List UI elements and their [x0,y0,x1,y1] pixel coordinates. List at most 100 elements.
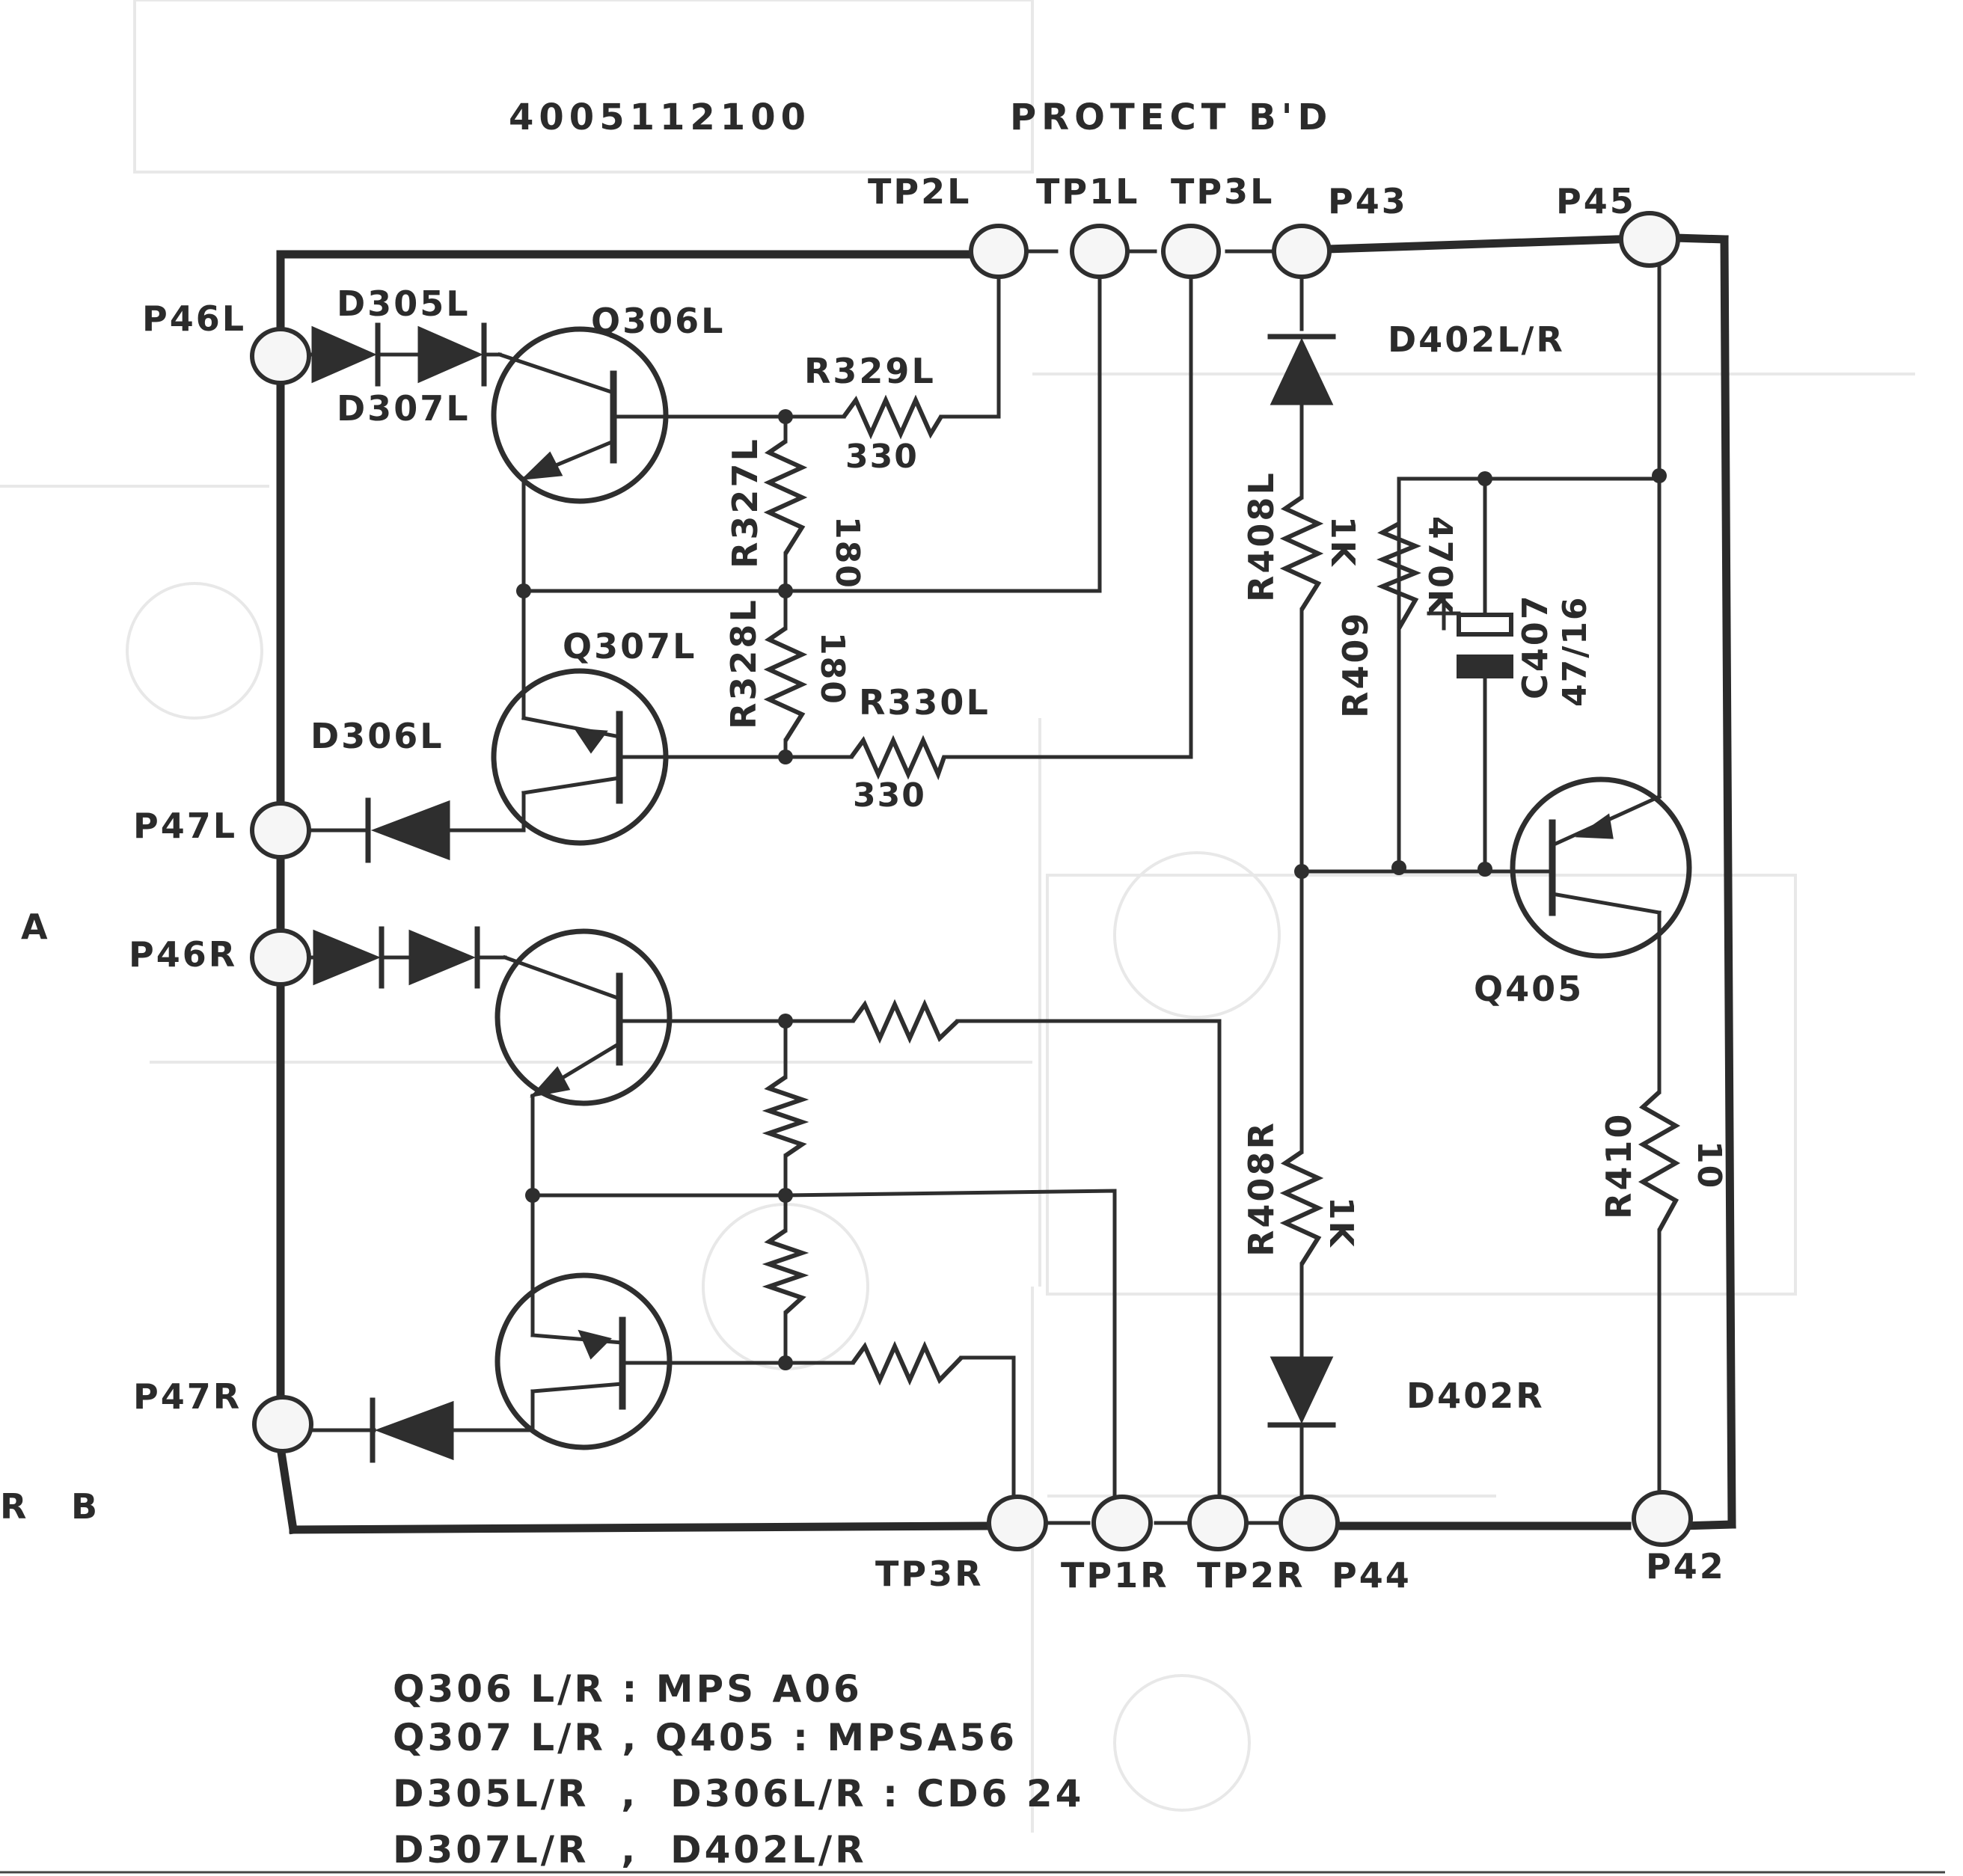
resistor-r327r [762,1075,809,1158]
value-r408l: 1K [1323,516,1362,568]
diode-d307r [408,926,480,989]
board-title: PROTECT B'D [1010,96,1332,138]
pad-p46r [250,928,311,987]
resistors [762,394,1681,1386]
label-tp3r: TP3R [875,1554,984,1594]
junction-dots [516,409,1667,1370]
board-outline [275,233,1736,1535]
label-r410: R410 [1599,1112,1639,1219]
label-q405: Q405 [1474,969,1584,1009]
note-line-3: D305L/R , D306L/R : CD6 24 [393,1772,1084,1815]
value-r409: 470K [1421,516,1459,616]
value-r329l: 330 [845,438,919,476]
pad-tp2l [969,224,1029,279]
label-d402r: D402R [1406,1376,1545,1416]
label-d305l: D305L [337,283,471,324]
diode-d307l [417,322,487,387]
transistor-q306l [491,326,672,504]
pad-p42 [1632,1490,1693,1547]
label-q307l: Q307L [563,626,696,666]
pad-labels: TP2L TP1L TP3L P43 P45 P46L P47L P46R P4… [129,171,1726,1595]
value-r328l: 180 [813,632,851,705]
label-p43: P43 [1328,181,1408,221]
value-r410: 10 [1690,1141,1728,1189]
label-c407: C407 [1515,593,1555,699]
label-d306l: D306L [310,716,444,756]
label-r330l: R330L [859,682,990,723]
resistor-r330l [849,735,946,781]
label-tp2r: TP2R [1197,1555,1305,1595]
label-r328l: R328L [723,598,764,729]
edge-label-b: B [71,1486,99,1527]
pad-tp2r [1187,1495,1249,1551]
pad-tp3r [987,1495,1048,1551]
label-p46r: P46R [129,934,237,975]
edge-label-r: R [0,1486,28,1527]
wires [298,249,1662,1525]
label-tp3l: TP3L [1171,171,1274,212]
edge-label-a: A [21,907,50,947]
transistor-q307r [494,1272,674,1450]
pad-tp1l [1070,224,1130,279]
resistor-r-upper-right [851,999,960,1044]
label-r408l: R408L [1241,470,1281,602]
label-p47r: P47R [133,1376,242,1417]
resistor-r329l [842,394,943,440]
label-p45: P45 [1556,181,1636,221]
label-d307l: D307L [337,388,471,429]
value-r330l: 330 [853,776,926,815]
note-line-1: Q306 L/R : MPS A06 [393,1667,863,1711]
label-p44: P44 [1332,1555,1412,1595]
connection-pads [250,211,1693,1551]
label-tp1l: TP1L [1036,171,1139,212]
diode-d305l [311,322,381,387]
transistors [491,326,1692,1450]
component-labels: D305L D307L Q306L R329L 330 Q307L D306L … [310,283,1728,1416]
value-c407: 47/16 [1556,595,1594,707]
label-p46l: P46L [142,298,246,339]
label-d402lr: D402L/R [1388,319,1565,360]
diode-d402l [1267,334,1336,405]
transistor-q307l [491,668,674,846]
note-line-4: D307L/R , D402L/R [393,1828,867,1872]
diode-d305r [313,926,385,989]
resistor-r328r [762,1228,809,1315]
pad-tp1r [1091,1495,1153,1551]
resistor-r330r [851,1340,964,1386]
pad-tp3l [1161,224,1221,279]
value-r408r: 1K [1322,1197,1360,1248]
resistor-r409 [1376,521,1421,630]
pad-p46l [250,327,311,385]
label-r408r: R408R [1241,1121,1281,1257]
resistor-r410 [1638,1090,1681,1232]
diode-d306l [365,797,450,863]
resistor-r408r [1279,1150,1324,1266]
diode-d402r [1267,1356,1336,1428]
resistor-r328l [763,626,808,742]
value-r327l: 180 [828,516,866,589]
label-r327l: R327L [725,437,765,568]
diode-d306r [370,1397,454,1463]
note-line-2: Q307 L/R , Q405 : MPSA56 [393,1716,1017,1759]
label-tp2l: TP2L [868,171,971,212]
pad-p47r [252,1395,313,1453]
parts-notes: Q306 L/R : MPS A06 Q307 L/R , Q405 : MPS… [393,1667,1084,1872]
label-r409: R409 [1335,611,1376,718]
capacitor-c407 [1427,596,1513,678]
pad-p45 [1619,211,1680,268]
pad-p44 [1278,1495,1340,1551]
diodes [311,322,1336,1463]
part-number: 4005112100 [509,96,811,138]
label-q306l: Q306L [591,301,725,341]
label-p42: P42 [1646,1546,1726,1587]
label-p47l: P47L [133,806,237,846]
pad-p47l [250,801,311,859]
transistor-q405 [1507,776,1692,959]
resistor-r408l [1279,495,1324,611]
pad-p43 [1272,224,1332,279]
resistor-r327l [763,439,808,555]
label-r329l: R329L [804,351,936,391]
transistor-q306r [494,928,673,1106]
